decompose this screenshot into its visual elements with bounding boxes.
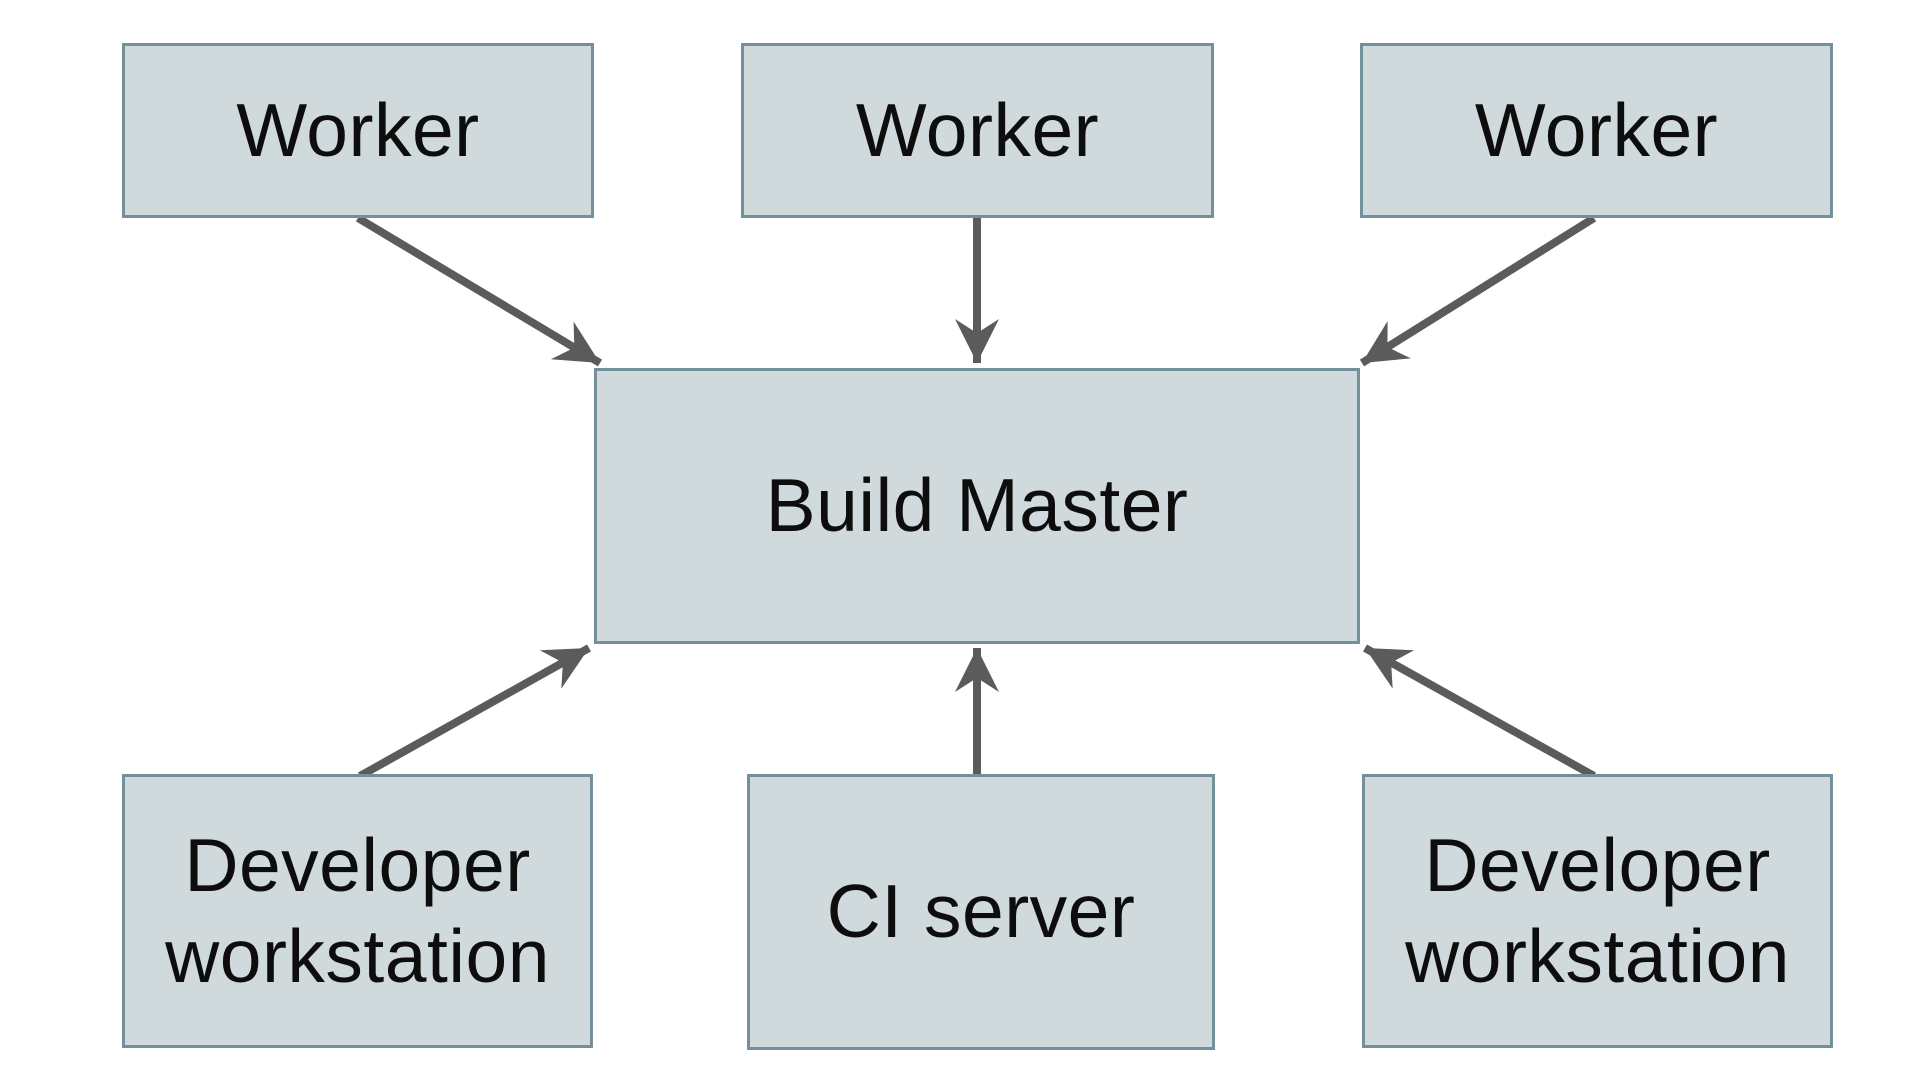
node-worker-3: Worker (1360, 43, 1833, 218)
arrow-developer-workstation-right-to-build-master (1363, 644, 1596, 780)
node-build-master: Build Master (594, 368, 1360, 644)
arrow-developer-workstation-left-to-build-master (358, 644, 591, 780)
node-ci-server: CI server (747, 774, 1215, 1050)
arrow-worker-3-to-build-master (1359, 214, 1597, 367)
node-worker-1: Worker (122, 43, 594, 218)
node-developer-workstation-left: Developer workstation (122, 774, 593, 1048)
node-developer-workstation-right: Developer workstation (1362, 774, 1833, 1048)
arrow-worker-1-to-build-master (355, 214, 603, 367)
node-worker-2: Worker (741, 43, 1214, 218)
